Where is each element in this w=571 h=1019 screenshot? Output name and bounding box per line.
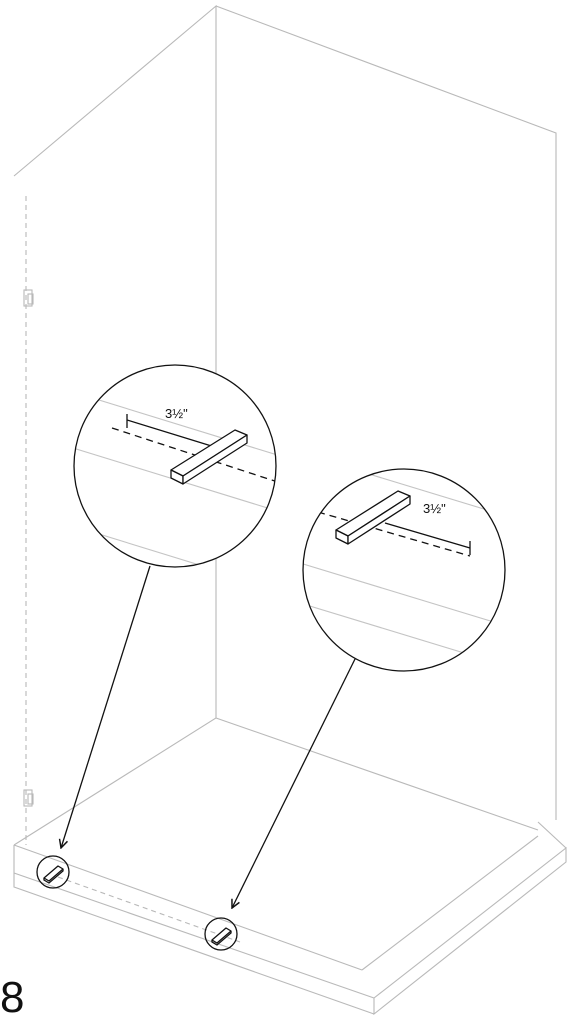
dimension-label-right: 3½" [423, 501, 446, 516]
floor-rear-edge [215, 717, 539, 831]
shower-enclosure [13, 4, 567, 1016]
step-number: 8 [0, 973, 24, 1019]
back-wall-outline [215, 5, 557, 820]
base-right-top-edge [537, 821, 567, 849]
floor-inner-edge [41, 854, 363, 971]
leader-arrow-left [61, 565, 151, 848]
leader-arrow-right [232, 656, 357, 908]
base-top-front [13, 872, 375, 999]
base-left-end [13, 845, 375, 1015]
magnified-callout-right: 3½" [302, 468, 506, 672]
glass-panel-outline [13, 4, 217, 846]
hinge-bottom-icon [23, 789, 34, 807]
hinge-top-icon [23, 289, 34, 307]
base-top-left-edge [13, 844, 43, 856]
base-top-right [373, 846, 567, 1016]
location-marker-right [204, 917, 238, 951]
location-marker-left [36, 855, 70, 889]
floor-inner-return [361, 835, 539, 971]
dimension-label-left: 3½" [165, 406, 188, 421]
magnified-callout-left: 3½" [73, 364, 277, 568]
floor-rail-dashed [57, 876, 241, 943]
